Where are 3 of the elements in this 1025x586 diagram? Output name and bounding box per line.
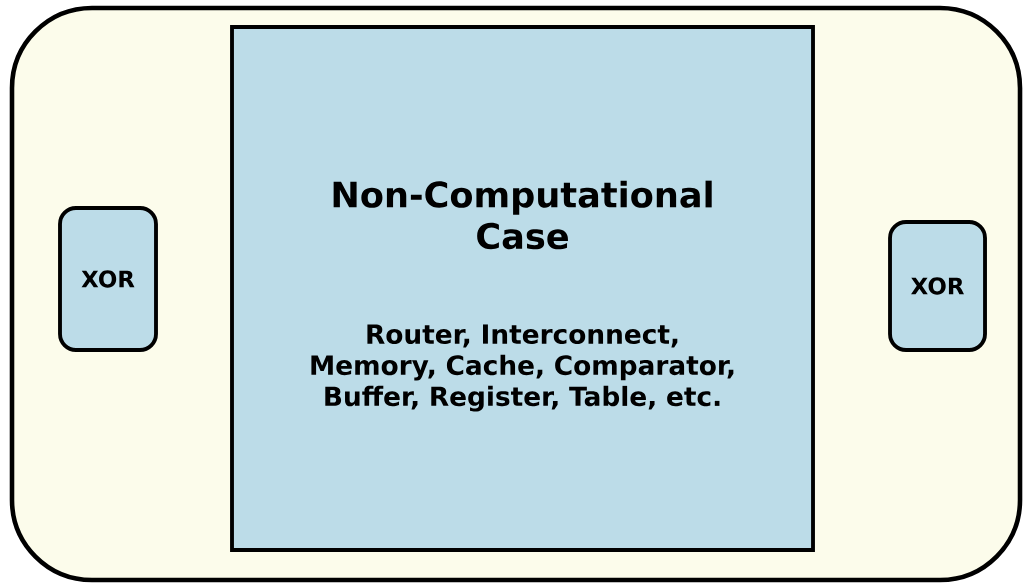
xor-box: XOR (888, 220, 987, 352)
process-box: Non-Computational Case Router, Interconnect, Memory, Cache, Comparator, Buffer, Register, Table, etc. (230, 25, 815, 552)
xor-box: XOR (58, 206, 158, 352)
